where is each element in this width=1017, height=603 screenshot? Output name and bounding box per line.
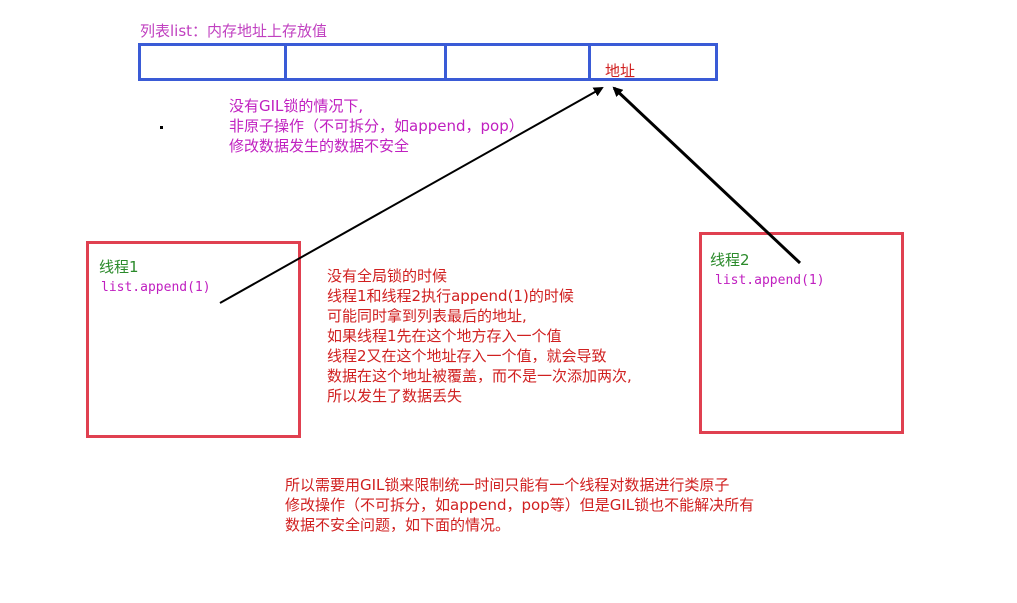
stray-dot	[160, 126, 163, 129]
note-middle-line: 没有全局锁的时候	[327, 267, 448, 285]
note-middle-line: 如果线程1先在这个地方存入一个值	[327, 327, 562, 345]
thread-1-arrow	[219, 87, 604, 304]
thread-2-code: list.append(1)	[715, 273, 825, 288]
list-memory-row: 地址	[138, 43, 718, 81]
thread-1-code: list.append(1)	[101, 280, 211, 295]
note-no-gil-line: 非原子操作（不可拆分，如append，pop）	[229, 117, 524, 135]
diagram-title: 列表list：内存地址上存放值	[140, 22, 328, 40]
list-cell-3	[447, 46, 591, 78]
note-middle-line: 数据在这个地址被覆盖，而不是一次添加两次,	[327, 367, 632, 385]
thread-2-title: 线程2	[710, 251, 750, 269]
thread-1-title: 线程1	[99, 258, 139, 276]
list-cell-last: 地址	[591, 46, 715, 80]
note-gil-conclusion: 所以需要用GIL锁来限制统一时间只能有一个线程对数据进行类原子 修改操作（不可拆…	[285, 475, 754, 535]
note-no-gil-line: 修改数据发生的数据不安全	[229, 137, 410, 155]
note-middle-line: 可能同时拿到列表最后的地址,	[327, 307, 527, 325]
thread-1-box	[86, 241, 301, 438]
note-bottom-line: 修改操作（不可拆分，如append，pop等）但是GIL锁也不能解决所有	[285, 496, 755, 514]
note-bottom-line: 所以需要用GIL锁来限制统一时间只能有一个线程对数据进行类原子	[285, 476, 730, 494]
note-no-gil-line: 没有GIL锁的情况下,	[229, 97, 364, 115]
list-cell-2	[287, 46, 447, 78]
thread-2-arrow	[612, 86, 802, 265]
note-bottom-line: 数据不安全问题，如下面的情况。	[285, 516, 511, 534]
note-no-gil: 没有GIL锁的情况下, 非原子操作（不可拆分，如append，pop） 修改数据…	[229, 96, 524, 156]
note-middle-line: 线程1和线程2执行append(1)的时候	[327, 287, 574, 305]
note-middle-line: 线程2又在这个地址存入一个值，就会导致	[327, 347, 607, 365]
note-middle-line: 所以发生了数据丢失	[327, 387, 463, 405]
list-cell-1	[141, 46, 287, 78]
thread-2-box	[699, 232, 904, 434]
last-address-label: 地址	[605, 62, 636, 80]
note-no-global-lock: 没有全局锁的时候 线程1和线程2执行append(1)的时候 可能同时拿到列表最…	[327, 266, 632, 406]
